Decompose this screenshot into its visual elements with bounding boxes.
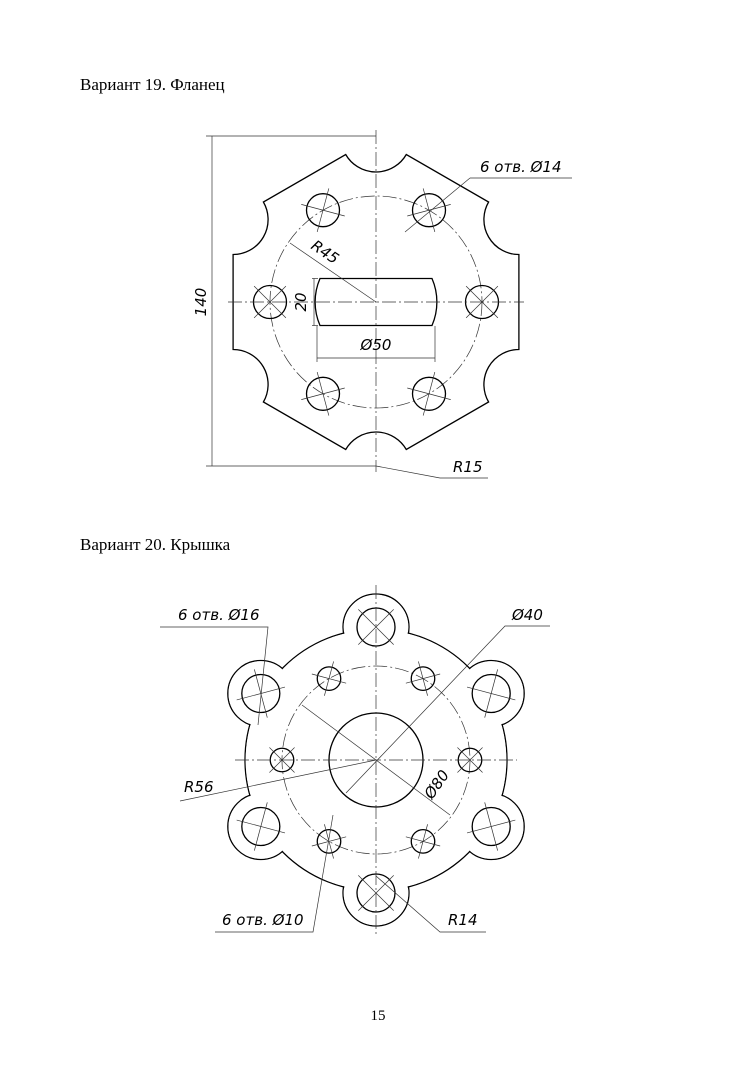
small-hole — [316, 829, 342, 854]
dim-r14: R14 — [448, 911, 478, 929]
flange-outline — [232, 153, 520, 451]
dim-small-holes: 6 отв. Ø10 — [222, 911, 304, 929]
flange-drawing: 140 6 отв. Ø14 R45 20 Ø50 R15 — [192, 130, 572, 479]
bolt-hole — [411, 376, 447, 411]
small-hole — [410, 666, 436, 691]
dim-center-hole: Ø40 — [511, 606, 543, 624]
lug-hole — [241, 806, 281, 847]
lug-hole — [471, 673, 511, 714]
lug-hole — [471, 806, 511, 847]
slot — [314, 277, 438, 327]
heading-variant-19: Вариант 19. Фланец — [80, 75, 225, 94]
bolt-hole — [305, 193, 341, 228]
dim-r56: R56 — [184, 778, 214, 796]
lug-hole — [241, 673, 281, 714]
dim-slot-diameter: Ø50 — [360, 336, 392, 354]
heading-variant-20: Вариант 20. Крышка — [80, 535, 231, 554]
small-hole — [410, 829, 436, 854]
dim-slot-width: 20 — [292, 292, 310, 311]
dim-r45: R45 — [308, 236, 343, 267]
small-hole — [316, 666, 342, 691]
bolt-hole — [411, 193, 447, 228]
dim-holes-14: 6 отв. Ø14 — [480, 158, 562, 176]
dim-r15: R15 — [453, 458, 483, 476]
bolt-hole — [305, 376, 341, 411]
cover-drawing: 6 отв. Ø16 Ø40 R56 Ø80 6 отв. Ø10 R14 — [160, 585, 550, 935]
dim-lug-holes: 6 отв. Ø16 — [178, 606, 260, 624]
page-number: 15 — [370, 1008, 386, 1024]
dim-height: 140 — [192, 288, 210, 317]
